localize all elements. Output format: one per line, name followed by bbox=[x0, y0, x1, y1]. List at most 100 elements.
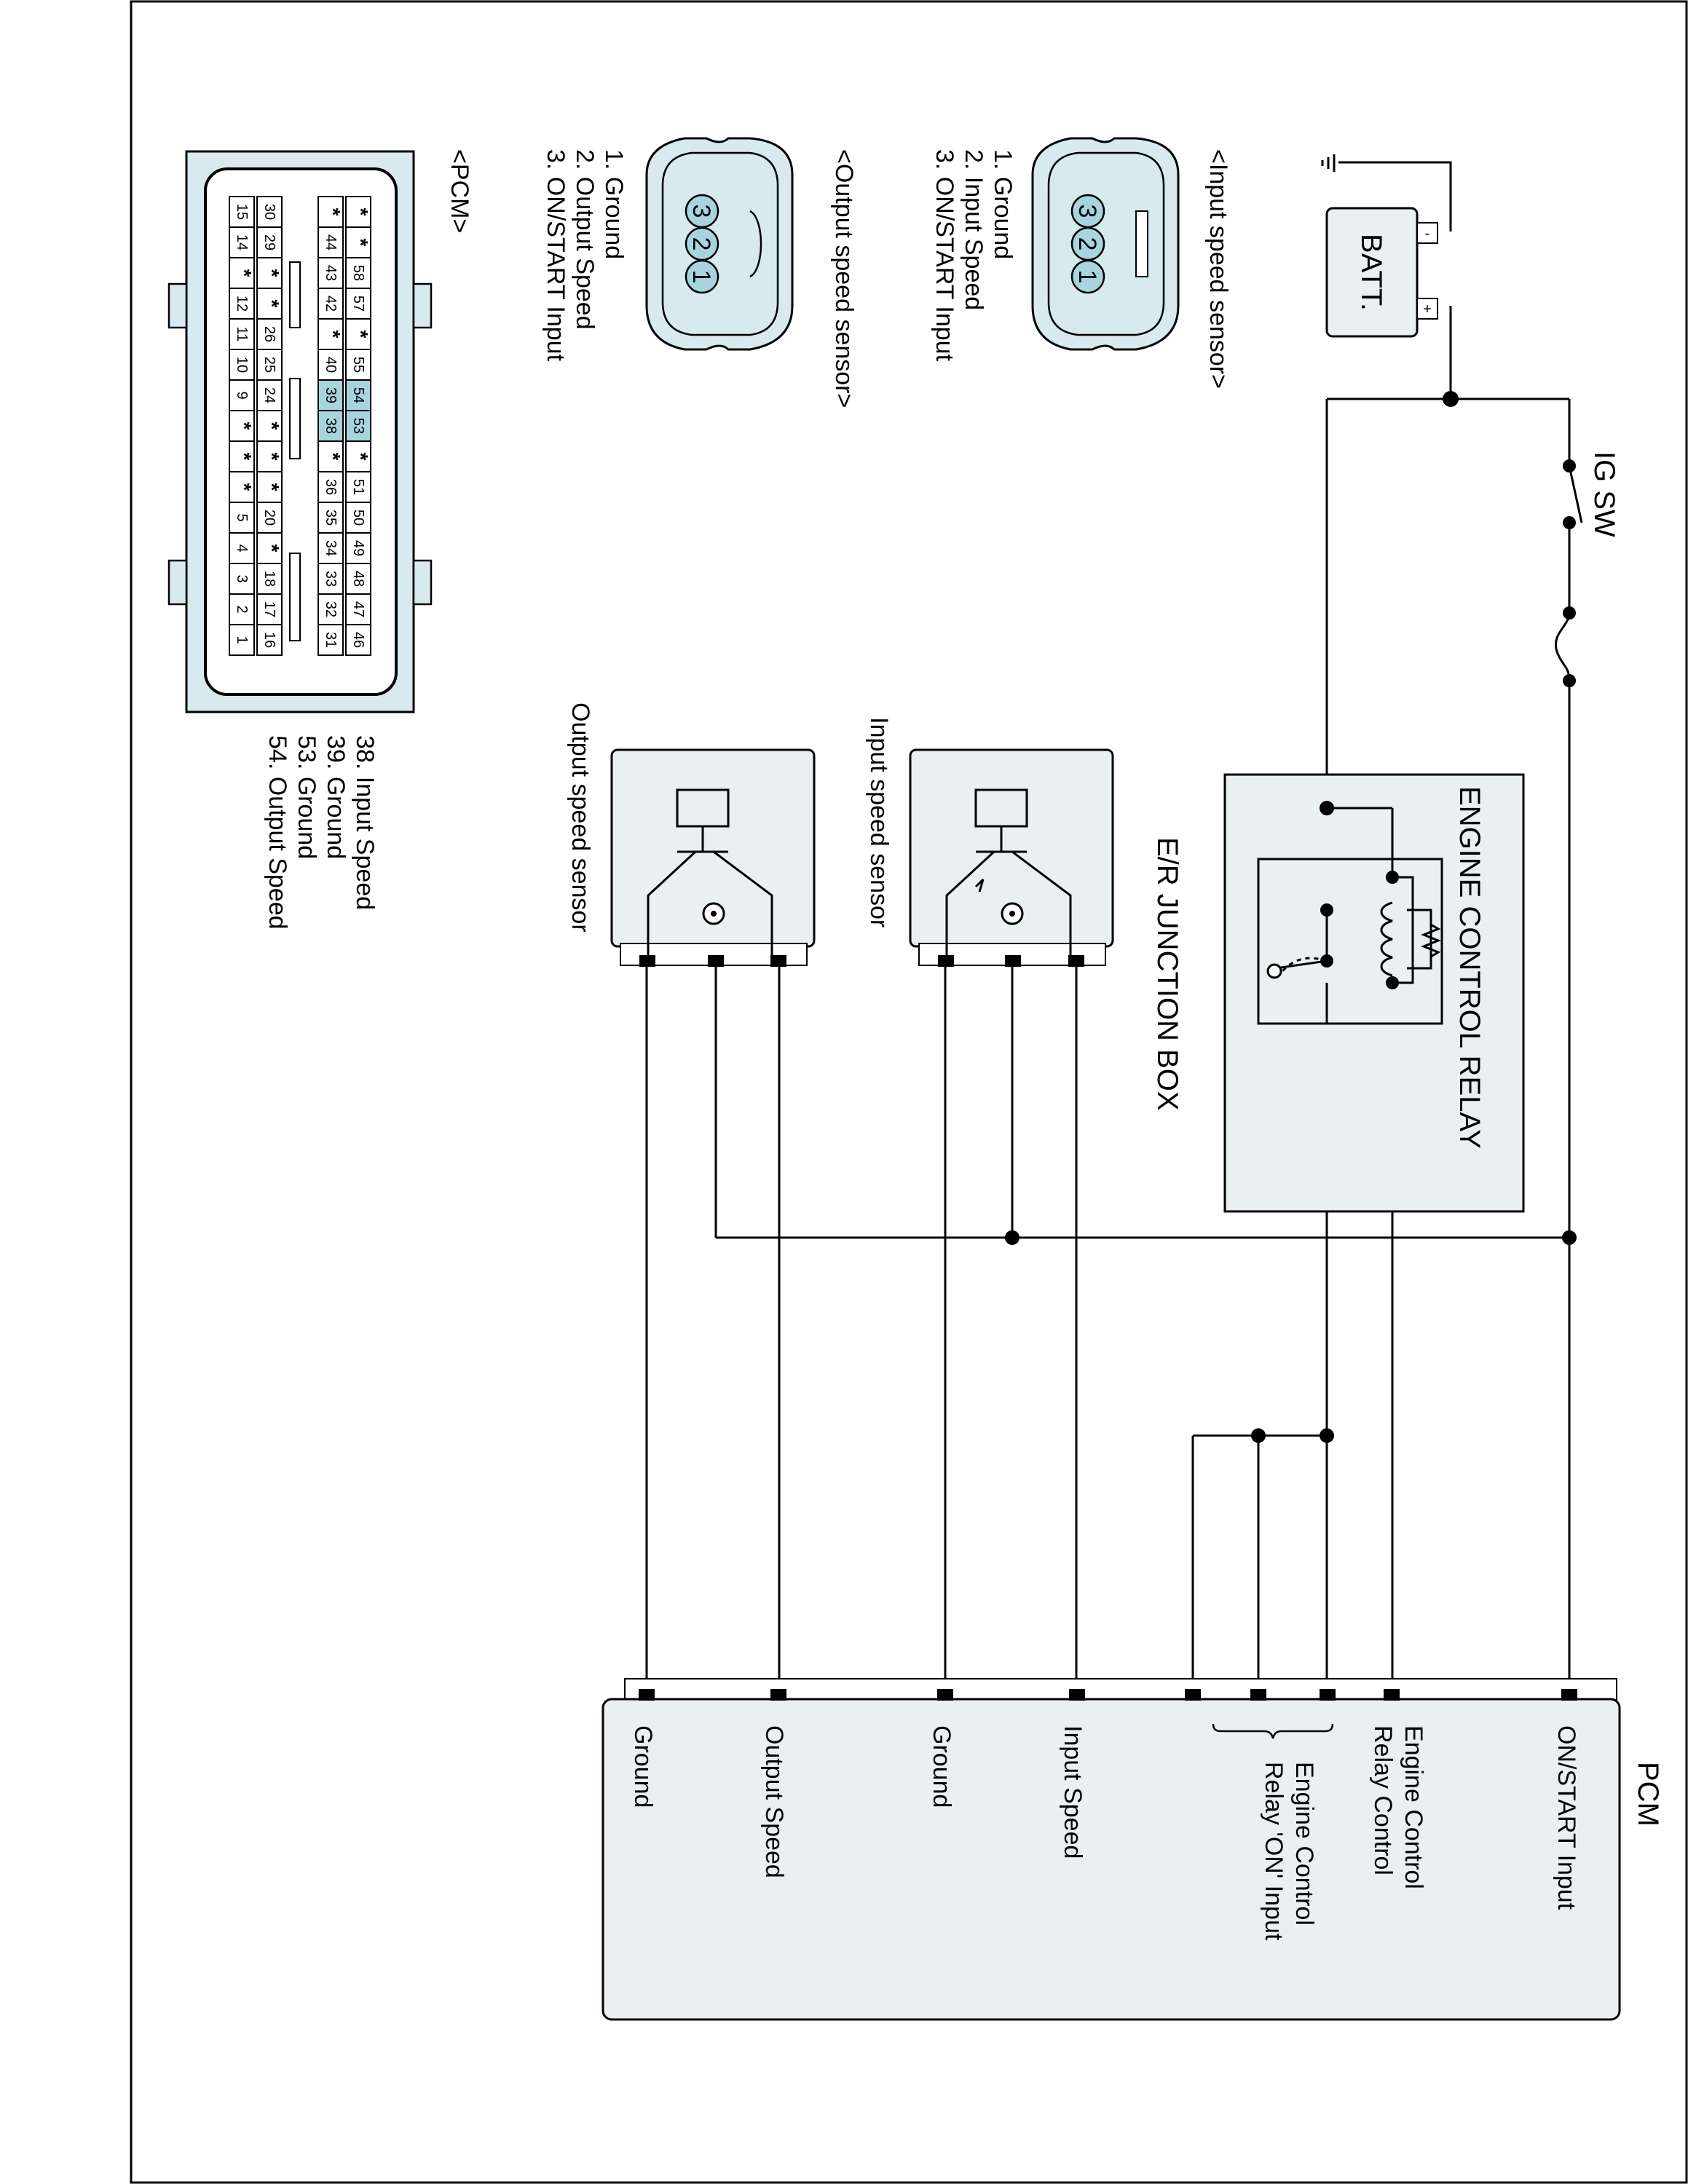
pcm-pin-label: * bbox=[233, 483, 256, 491]
pcm-pin-label: 44 bbox=[323, 234, 339, 250]
pcm-pin-label: 33 bbox=[323, 571, 339, 587]
pcm-pin-label: 25 bbox=[261, 357, 277, 373]
pcm-legend-53: 53. Ground bbox=[293, 735, 320, 859]
pcm-pin-label: 42 bbox=[323, 296, 339, 312]
pcm-pin-label: 15 bbox=[234, 204, 250, 220]
battery-text: BATT. bbox=[1355, 234, 1387, 311]
pcm-pin-cell bbox=[318, 318, 344, 350]
pcm-pin-cell bbox=[229, 379, 255, 411]
pcm-pin-label: 32 bbox=[323, 601, 339, 617]
pcm-pin-label: 39 bbox=[323, 387, 339, 403]
in-pin-3: 3. ON/START Input bbox=[931, 149, 958, 362]
pcm-pin-label: 55 bbox=[350, 357, 366, 373]
pcm-pin-cell bbox=[229, 196, 255, 228]
pcm-pin-label: * bbox=[261, 422, 283, 430]
pcm-pin-label: 12 bbox=[234, 296, 250, 312]
junction-box-screen: ENGINE CONTROL RELAY E/R JUNCTION BOX bbox=[1151, 773, 1525, 1213]
pcm-pin-cell bbox=[256, 379, 283, 411]
pcm-pin-cell bbox=[345, 288, 371, 320]
pcm-pin-relay-on-1: Engine Control bbox=[1290, 1762, 1318, 1926]
pcm-pin-label: 16 bbox=[261, 632, 277, 648]
pcm-pin-label: 40 bbox=[323, 357, 339, 373]
pcm-pin-cell bbox=[345, 257, 371, 289]
input-sensor-text: Input speed sensor bbox=[865, 717, 893, 927]
relay-title-screen: ENGINE CONTROL RELAY bbox=[1454, 786, 1486, 1149]
pcm-pin-label: 3 bbox=[234, 574, 250, 582]
pcm-pin-label: 34 bbox=[323, 540, 339, 556]
output-connector-view: <Output speed sensor> 3 2 1 1. Ground 2.… bbox=[542, 137, 858, 408]
pcm-pin-grid: **5857*555453*515049484746*444342*403938… bbox=[229, 196, 372, 656]
pcm-pin-cell bbox=[229, 226, 255, 258]
pcm-legend-38: 38. Input Speed bbox=[351, 735, 379, 910]
pcm-pin-label: 48 bbox=[350, 571, 366, 587]
pcm-pin-cell bbox=[229, 440, 255, 472]
pcm-pin-cell bbox=[318, 471, 344, 503]
pcm-title: PCM bbox=[1632, 1762, 1664, 1827]
output-conn-title: <Output speed sensor> bbox=[830, 149, 858, 408]
pcm-pin-label: 11 bbox=[234, 327, 250, 342]
pcm-pin-label: * bbox=[322, 453, 344, 461]
input-conn-title: <Input speed sensor> bbox=[1204, 149, 1232, 389]
pcm-pin-label: * bbox=[261, 483, 283, 491]
pcm-pin-label: * bbox=[322, 208, 344, 216]
pcm-pin-label: 46 bbox=[350, 632, 366, 648]
pcm-pin-label: 43 bbox=[323, 265, 339, 281]
pcm-pin-cell bbox=[345, 226, 371, 258]
pcm-pin-label: * bbox=[350, 208, 372, 216]
pcm-pin-cell bbox=[256, 288, 283, 320]
pcm-block: PCM ON/START Input Engine Control Relay … bbox=[602, 1678, 1664, 2021]
pcm-pin-label: 54 bbox=[350, 387, 366, 403]
pcm-pin-cell bbox=[318, 410, 344, 442]
pcm-pin-label: * bbox=[322, 331, 344, 339]
pcm-pin-cell bbox=[318, 440, 344, 472]
page-border bbox=[130, 0, 1688, 2184]
pcm-pin-relay-control-2: Relay Control bbox=[1369, 1725, 1397, 1875]
pcm-pin-label: 18 bbox=[261, 571, 277, 587]
pcm-pin-label: 47 bbox=[350, 601, 366, 617]
batt-minus: - bbox=[1425, 226, 1430, 242]
pcm-pin-cell bbox=[345, 624, 371, 656]
pcm-pin-label: * bbox=[233, 269, 256, 277]
pcm-pin-label: * bbox=[233, 422, 256, 430]
pcm-pin-label: 2 bbox=[234, 605, 250, 613]
er-box-label: E/R JUNCTION BOX bbox=[1151, 837, 1183, 1111]
out-pin-2: 2. Output Speed bbox=[571, 149, 599, 330]
pcm-pin-label: 30 bbox=[261, 204, 277, 220]
pcm-pin-label: 38 bbox=[323, 418, 339, 434]
pcm-pin-label: 4 bbox=[234, 544, 250, 552]
out-face-3: 3 bbox=[687, 205, 715, 218]
pcm-pin-cell bbox=[256, 471, 283, 503]
out-face-1: 1 bbox=[687, 270, 715, 284]
pcm-pin-cell bbox=[229, 257, 255, 289]
pcm-pin-output-speed: Output Speed bbox=[760, 1725, 788, 1878]
pcm-pin-label: 29 bbox=[261, 234, 277, 250]
pcm-pin-relay-on-2: Relay 'ON' Input bbox=[1260, 1762, 1287, 1941]
pcm-pin-cell bbox=[256, 532, 283, 564]
pcm-pin-label: 49 bbox=[350, 540, 366, 556]
pcm-pin-label: * bbox=[233, 453, 256, 461]
pcm-pin-cell bbox=[256, 624, 283, 656]
out-face-2: 2 bbox=[687, 237, 715, 251]
pcm-pin-label: 26 bbox=[261, 326, 277, 342]
in-face-3: 3 bbox=[1073, 205, 1101, 218]
pcm-pin-label: 5 bbox=[234, 513, 250, 521]
out-pin-3: 3. ON/START Input bbox=[542, 149, 569, 362]
pcm-pin-cell bbox=[318, 624, 344, 656]
pcm-pin-label: * bbox=[261, 453, 283, 461]
pcm-pin-cell bbox=[345, 196, 371, 228]
pcm-pin-label: 9 bbox=[234, 391, 250, 399]
pcm-pin-label: 51 bbox=[350, 479, 366, 495]
pcm-pin-cell bbox=[345, 410, 371, 442]
ig-sw-label: IG SW bbox=[1588, 451, 1620, 537]
pcm-pin-label: 57 bbox=[350, 296, 366, 312]
pcm-pin-label: 53 bbox=[350, 418, 366, 434]
brace bbox=[1212, 1723, 1334, 1739]
battery-screen: BATT. - + bbox=[1325, 207, 1438, 338]
pcm-pin-label: * bbox=[261, 269, 283, 277]
pcm-pin-cell bbox=[318, 502, 344, 534]
input-connector-view: <Input speed sensor> 3 2 1 1. Ground 2. … bbox=[931, 137, 1232, 389]
pcm-pin-cell bbox=[256, 318, 283, 350]
batt-plus: + bbox=[1423, 301, 1432, 317]
pcm-pin-relay-control-1: Engine Control bbox=[1400, 1725, 1427, 1889]
